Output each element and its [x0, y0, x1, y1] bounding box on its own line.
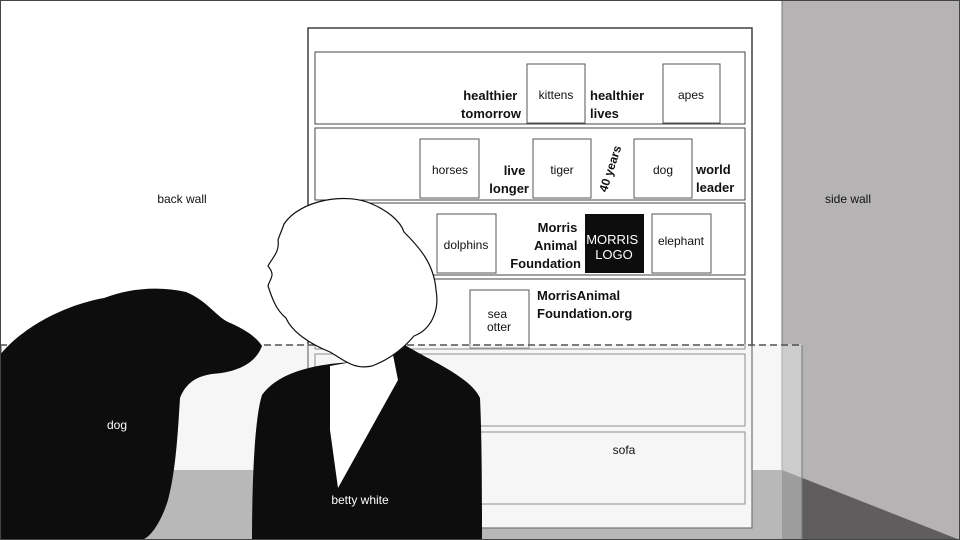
label-dolphins: dolphins — [444, 238, 489, 252]
side-wall — [782, 0, 960, 540]
box-apes — [662, 63, 721, 124]
label-betty-white: betty white — [331, 493, 389, 507]
label-sea-otter: sea otter — [487, 307, 511, 334]
text-world-leader: world leader — [695, 162, 734, 195]
box-sea-otter — [469, 289, 530, 349]
label-horses: horses — [432, 163, 468, 177]
shelf-row-1 — [314, 51, 746, 125]
betty-white-head — [267, 197, 438, 368]
morris-logo-text: MORRIS LOGO — [586, 232, 642, 262]
label-sofa: sofa — [613, 443, 636, 457]
label-dog-box: dog — [653, 163, 673, 177]
text-live-longer: live longer — [489, 163, 529, 196]
box-dolphins — [436, 213, 497, 274]
text-morris-animal-foundation: Morris Animal Foundation — [510, 220, 581, 271]
box-kittens — [526, 63, 586, 124]
dog-silhouette — [0, 288, 262, 540]
label-tiger: tiger — [550, 163, 573, 177]
text-healthier-tomorrow: healthier tomorrow — [461, 88, 522, 121]
shelf-row-2 — [314, 127, 746, 201]
box-elephant — [651, 213, 712, 274]
box-dog — [633, 138, 693, 199]
label-dog: dog — [107, 418, 127, 432]
box-tiger — [532, 138, 592, 199]
label-elephant: elephant — [658, 234, 705, 248]
label-apes: apes — [678, 88, 704, 102]
text-healthier-lives: healthier lives — [590, 88, 648, 121]
betty-white-collar — [330, 350, 398, 488]
side-floor — [782, 470, 960, 540]
label-side-wall: side wall — [825, 192, 871, 206]
text-morris-url: MorrisAnimal Foundation.org — [537, 288, 632, 321]
box-horses — [419, 138, 480, 199]
morris-logo-box — [585, 214, 644, 273]
betty-white-jacket — [252, 342, 482, 540]
dog-ear — [177, 292, 202, 350]
label-kittens: kittens — [539, 88, 574, 102]
label-back-wall: back wall — [157, 192, 206, 206]
